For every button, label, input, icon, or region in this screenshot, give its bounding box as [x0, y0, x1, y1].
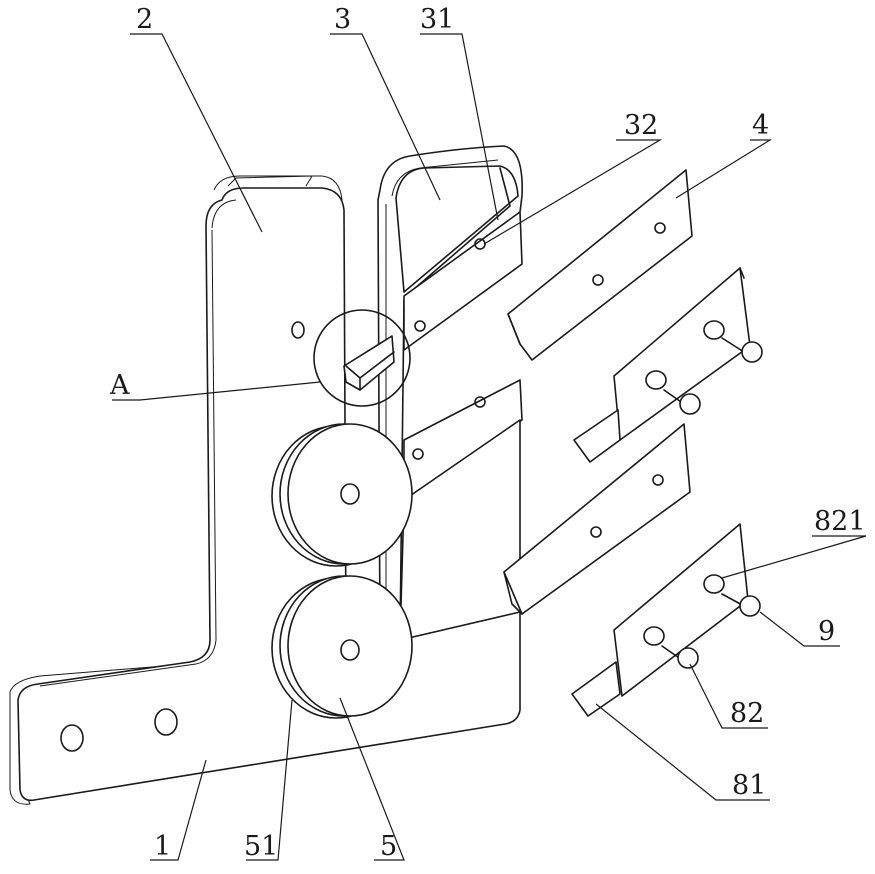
labels: 2 3 31 32 4 A 821 9 82 81 1 51 5 [109, 4, 866, 862]
detail-circle [313, 309, 411, 407]
label-5: 5 [380, 831, 397, 862]
arm-hole-32b [414, 320, 426, 332]
holder-hole-821 [703, 574, 725, 594]
right-arm [377, 145, 523, 643]
cutter-holder-82 [613, 523, 749, 697]
base-hole-left [60, 724, 84, 752]
blade-upper [507, 169, 693, 361]
label-81: 81 [732, 770, 766, 801]
label-2: 2 [136, 4, 153, 35]
roller-upper-hub [340, 483, 360, 505]
label-A: A [109, 370, 130, 401]
label-82: 82 [730, 698, 764, 729]
label-31: 31 [420, 4, 454, 35]
leader-lines [112, 33, 867, 861]
arm-hole [291, 321, 305, 339]
roller-upper [271, 423, 413, 567]
cutter-tip-81 [571, 661, 621, 717]
roller-lower-hub [340, 639, 360, 661]
label-9: 9 [818, 616, 835, 647]
label-32: 32 [624, 110, 658, 141]
label-821: 821 [814, 506, 866, 537]
roller-lower [271, 575, 413, 719]
cutter-holder-upper [573, 267, 763, 463]
detail-a-region [313, 309, 411, 407]
screw-9 [739, 595, 761, 617]
label-3: 3 [334, 4, 351, 35]
cutter-tip-upper [573, 409, 621, 463]
base-hole-right [154, 708, 178, 736]
label-1: 1 [154, 831, 171, 862]
label-4: 4 [752, 110, 769, 141]
cutter-holder-lower [571, 523, 761, 717]
label-51: 51 [244, 831, 278, 862]
blade-lower [503, 423, 691, 615]
